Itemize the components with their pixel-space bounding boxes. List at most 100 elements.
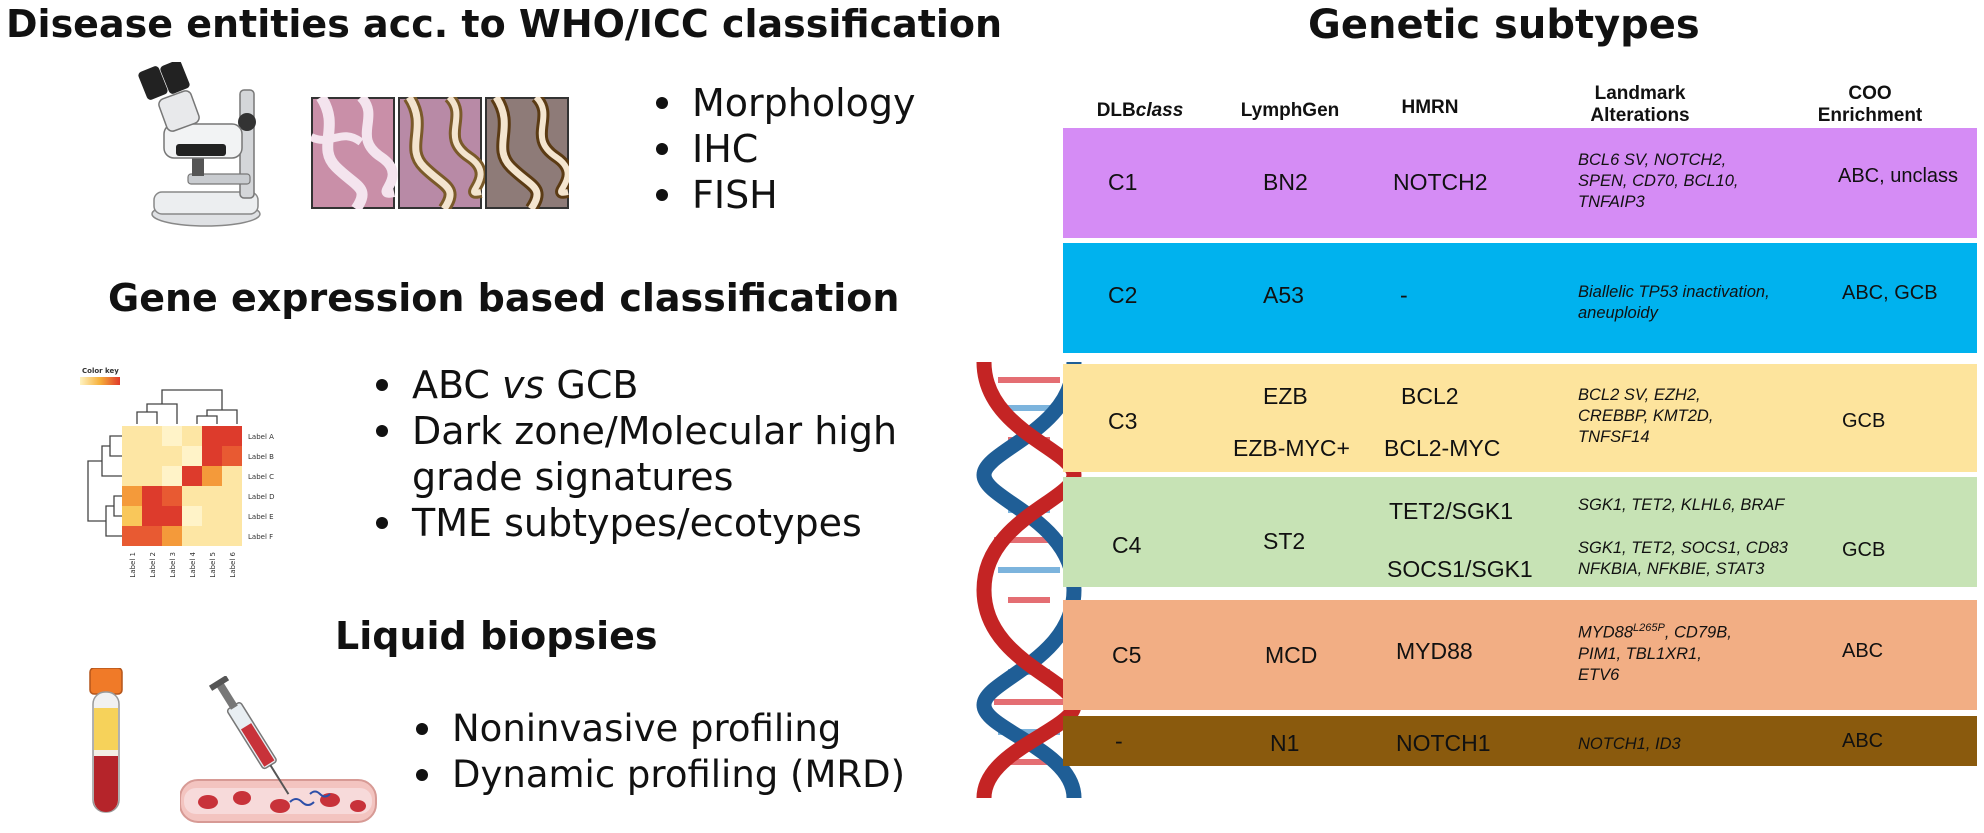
heatmap-cell [202,526,222,546]
row-c2-dlbclass: C2 [1108,282,1138,308]
bullet-gcb-text: GCB [544,363,639,407]
bullet-dark-zone-line1: Dark zone/Molecular high [412,409,898,453]
bullet-ihc: IHC [648,126,916,172]
heatmap-row-label: Label E [248,513,274,521]
heatmap-cell [202,426,222,446]
microscope-icon [138,62,261,227]
heatmap-cell [162,426,182,446]
section-title-genetic-subtypes: Genetic subtypes [1308,2,1700,48]
heatmap-col-label: Label 4 [189,551,197,577]
heatmap-cell [182,446,202,466]
heatmap-row-label: Label C [248,473,274,481]
bullet-abc-text: ABC [412,363,503,407]
row-c3-hmrn-bcl2-myc: BCL2-MYC [1384,435,1501,461]
heatmap-color-key-label: Color key [82,367,119,375]
row-n1 [1063,716,1977,766]
header-lymphgen: LymphGen [1240,100,1340,121]
histology-images [311,97,569,209]
row-c3-dlbclass: C3 [1108,408,1138,434]
heatmap-cell [142,446,162,466]
row-c4-dlbclass: C4 [1112,532,1142,558]
heatmap-cell [182,426,202,446]
syringe-vein-icon [180,676,377,823]
heatmap-cell [222,426,242,446]
row-c3-lymphgen-ezb-myc: EZB-MYC+ [1233,435,1350,461]
heatmap-cell [122,506,142,526]
heatmap-cell [162,506,182,526]
bullet-vs-text: vs [502,363,545,407]
heatmap-row-label: Label D [248,493,275,501]
heatmap-col-label: Label 5 [209,552,217,578]
row-c1-alterations: BCL6 SV, NOTCH2, SPEN, CD70, BCL10, TNFA… [1578,151,1739,211]
dna-helix-icon [976,361,1082,798]
bullet-dark-zone-line2: grade signatures [412,455,734,499]
row-n1-coo: ABC [1842,730,1884,752]
heatmap-cell [162,446,182,466]
bullet-tme-subtypes: TME subtypes/ecotypes [368,500,897,546]
row-c3 [1063,364,1977,472]
section-title-gene-expression: Gene expression based classification [108,276,900,320]
row-c3-hmrn-bcl2: BCL2 [1401,383,1459,409]
heatmap-cell [142,426,162,446]
bullet-morphology: Morphology [648,80,916,126]
heatmap-cell [162,526,182,546]
header-dlbclass: DLBclass [1096,100,1184,121]
heatmap-cell [222,446,242,466]
heatmap-cells [122,426,242,546]
section1-bullet-list: Morphology IHC FISH [648,80,916,218]
heatmap-col-label: Label 3 [169,552,177,578]
row-c2-lymphgen: A53 [1263,282,1304,308]
row-c4-coo: GCB [1842,539,1886,561]
row-c5-dlbclass: C5 [1112,642,1142,668]
row-c5-coo: ABC [1842,640,1884,662]
row-n1-hmrn: NOTCH1 [1396,730,1491,756]
heatmap-cell [182,486,202,506]
bullet-abc-vs-gcb: ABC vs GCB [368,362,897,408]
row-c4-hmrn-socs1: SOCS1/SGK1 [1387,556,1533,582]
row-c2-coo: ABC, GCB [1842,282,1938,304]
row-c1-coo: ABC, unclass [1838,165,1959,187]
column-dendrogram [136,389,238,424]
heatmap-cell [122,426,142,446]
row-c3-alterations: BCL2 SV, EZH2, CREBBP, KMT2D, TNFSF14 [1578,386,1714,446]
section-title-who-icc: Disease entities acc. to WHO/ICC classif… [6,2,1003,46]
row-c5-lymphgen: MCD [1265,642,1318,668]
header-hmrn: HMRN [1401,97,1459,118]
heatmap-figure: Color key Label A Label B Label C Label D La… [80,367,275,578]
heatmap-cell [142,486,162,506]
row-n1-alterations: NOTCH1, ID3 [1578,735,1681,753]
section3-bullet-list: Noninvasive profiling Dynamic profiling … [408,706,905,798]
row-c1 [1063,128,1977,238]
heatmap-cell [122,466,142,486]
heatmap-row-label: Label F [248,533,273,541]
heatmap-cell [182,506,202,526]
heatmap-row-label: Label B [248,453,274,461]
row-n1-dlbclass: - [1115,728,1123,754]
row-c4-lymphgen: ST2 [1263,528,1306,554]
row-c5 [1063,600,1977,710]
heatmap-cell [142,506,162,526]
heatmap-cell [182,526,202,546]
heatmap-cell [222,506,242,526]
heatmap-cell [202,466,222,486]
heatmap-col-label: Label 2 [149,552,157,578]
heatmap-row-label: Label A [248,433,274,441]
row-c3-coo: GCB [1842,410,1886,432]
heatmap-cell [162,466,182,486]
row-c4-alterations-a: SGK1, TET2, KLHL6, BRAF [1578,496,1785,514]
heatmap-col-label: Label 1 [129,552,137,578]
row-dendrogram [87,435,122,537]
row-c5-alterations: MYD88L265P, CD79B, PIM1, TBL1XR1, ETV6 [1578,622,1732,684]
row-c1-hmrn: NOTCH2 [1393,169,1488,195]
heatmap-cell [222,466,242,486]
row-n1-lymphgen: N1 [1270,730,1300,756]
section-title-liquid-biopsies: Liquid biopsies [335,614,658,658]
row-c5-hmrn: MYD88 [1396,638,1473,664]
heatmap-cell [182,466,202,486]
heatmap-cell [122,486,142,506]
row-c4-alterations-b: SGK1, TET2, SOCS1, CD83 NFKBIA, NFKBIE, … [1578,539,1788,578]
heatmap-cell [202,506,222,526]
